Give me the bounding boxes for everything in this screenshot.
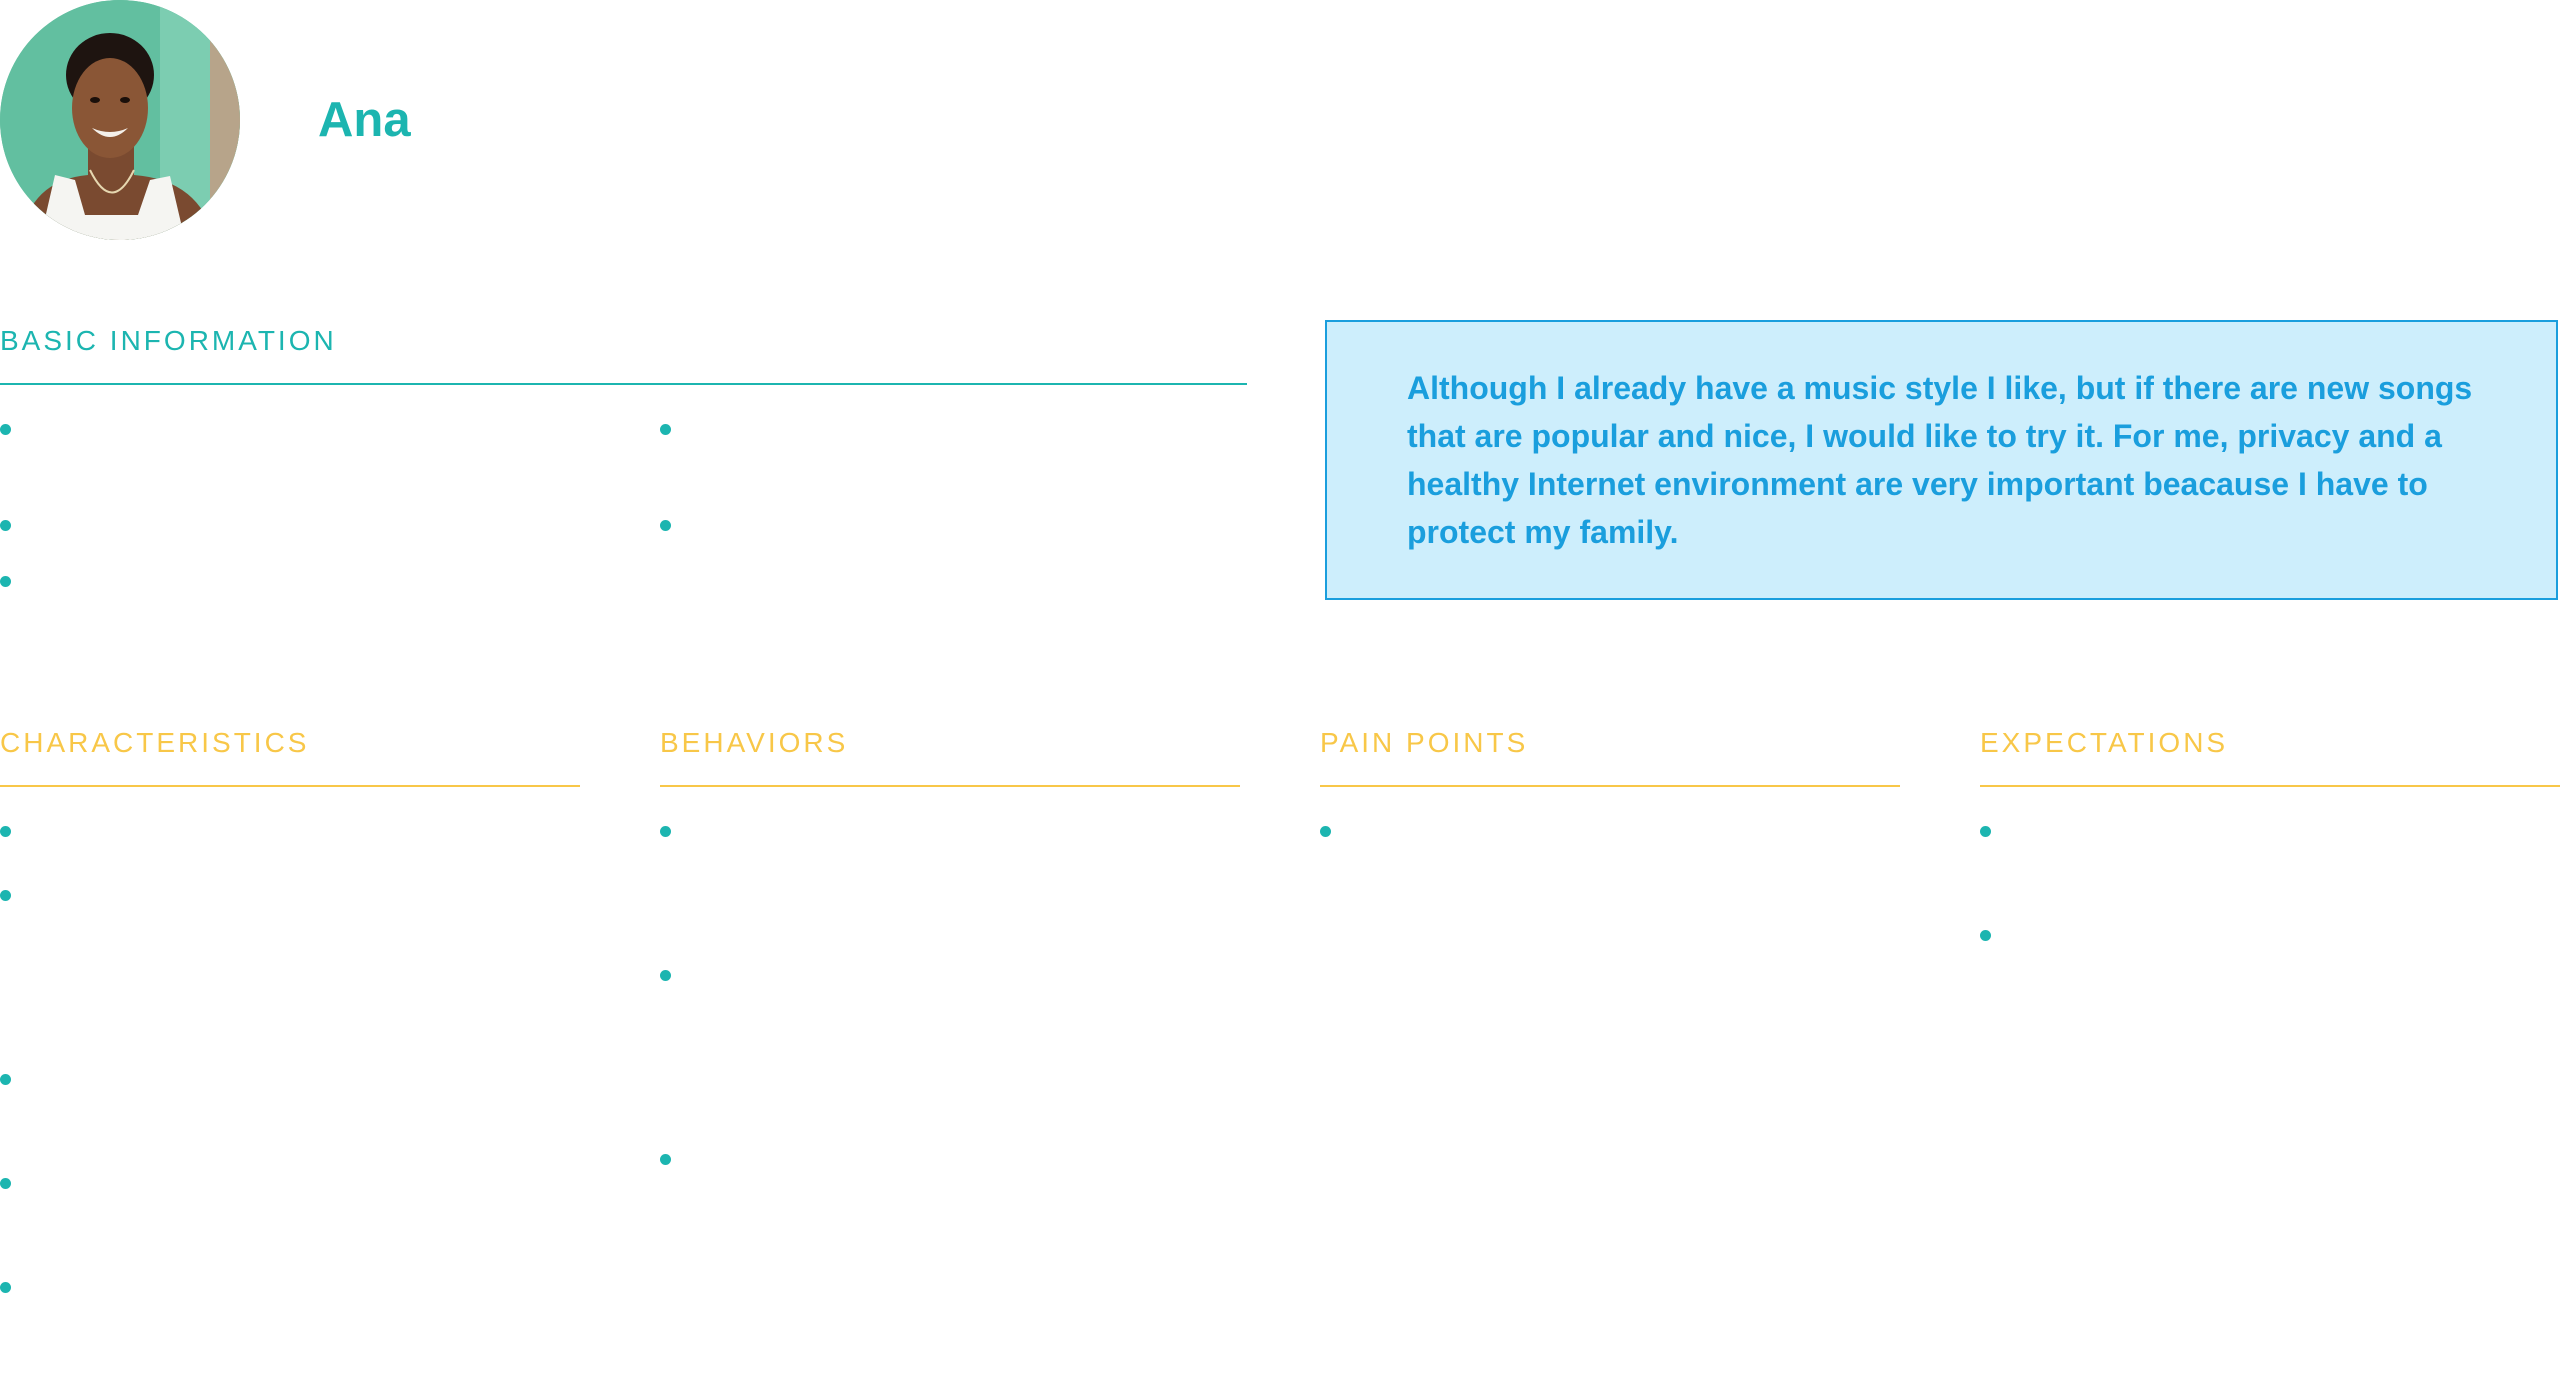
basic-info-bullet — [0, 520, 11, 531]
pain-points-heading: PAIN POINTS — [1320, 727, 1529, 758]
behaviors-bullet — [660, 970, 671, 981]
expectations-divider — [1980, 785, 2560, 787]
characteristics-heading: CHARACTERISTICS — [0, 727, 310, 758]
behaviors-bullet — [660, 826, 671, 837]
expectations-heading: EXPECTATIONS — [1980, 727, 2229, 758]
persona-quote-box: Although I already have a music style I … — [1325, 320, 2558, 600]
behaviors-heading: BEHAVIORS — [660, 727, 849, 758]
basic-info-bullet — [660, 520, 671, 531]
basic-info-bullet — [0, 576, 11, 587]
basic-information-heading: BASIC INFORMATION — [0, 325, 337, 356]
expectations-bullet — [1980, 826, 1991, 837]
characteristics-divider — [0, 785, 580, 787]
basic-info-bullet — [0, 424, 11, 435]
expectations-bullet — [1980, 930, 1991, 941]
basic-info-bullet — [660, 424, 671, 435]
persona-quote: Although I already have a music style I … — [1407, 370, 2473, 550]
persona-avatar — [0, 0, 240, 240]
pain-points-bullet — [1320, 826, 1331, 837]
characteristics-bullet — [0, 1074, 11, 1085]
basic-information-divider — [0, 383, 1247, 385]
pain-points-divider — [1320, 785, 1900, 787]
characteristics-bullet — [0, 826, 11, 837]
behaviors-divider — [660, 785, 1240, 787]
characteristics-bullet — [0, 1282, 11, 1293]
persona-photo — [0, 0, 240, 240]
characteristics-bullet — [0, 890, 11, 901]
characteristics-bullet — [0, 1178, 11, 1189]
behaviors-bullet — [660, 1154, 671, 1165]
persona-name: Ana — [318, 93, 411, 147]
